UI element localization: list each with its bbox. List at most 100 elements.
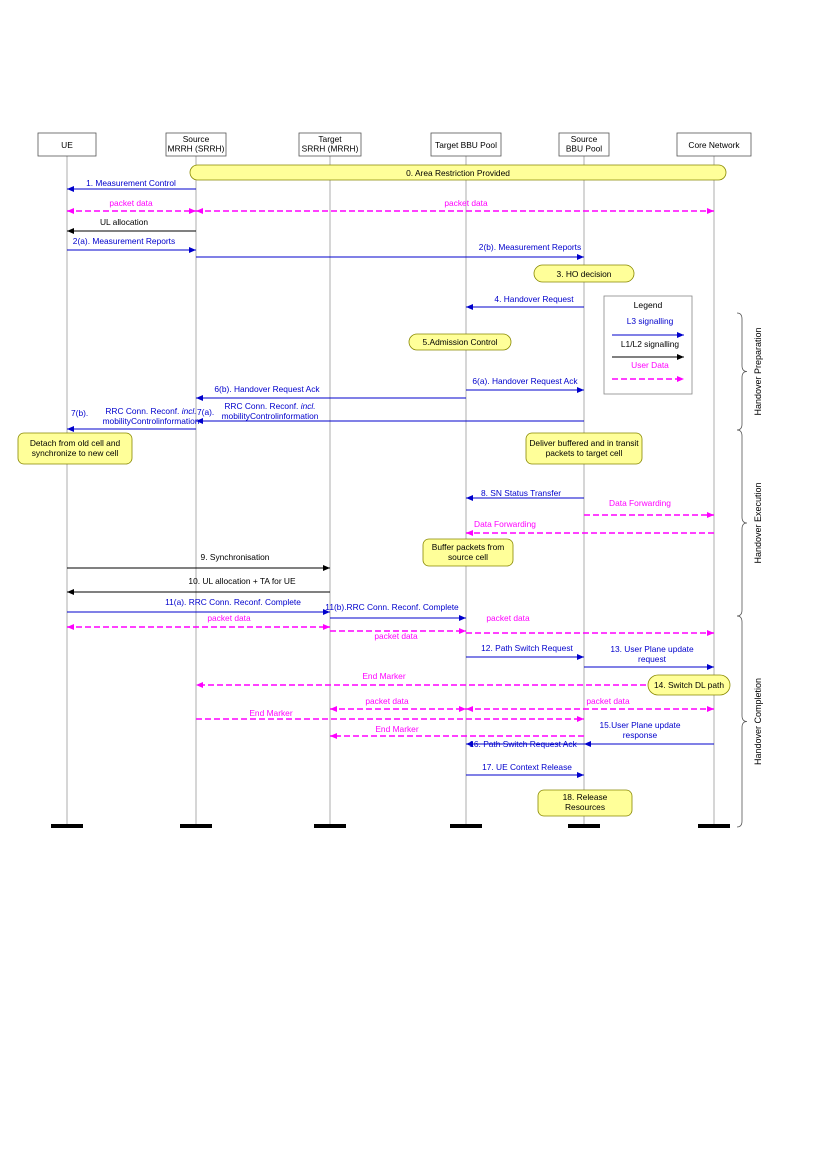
entity-box: [37, 132, 97, 157]
message-10: RRC Conn. Reconf. incl.mobilityControlin…: [196, 401, 584, 424]
legend-item-3: User Data: [612, 360, 684, 382]
message-label: End Marker: [375, 724, 418, 734]
note-box: [525, 432, 643, 465]
note-label: 5.Admission Control: [423, 337, 498, 347]
note-3: 5.Admission Control: [408, 333, 512, 351]
phase-label: Handover Completion: [753, 678, 763, 765]
note-2: 3. HO decision: [533, 264, 635, 283]
note-box: [533, 264, 635, 283]
legend-title: Legend: [634, 300, 663, 310]
note-label: 14. Switch DL path: [654, 680, 724, 690]
message-label: packet data: [207, 613, 251, 623]
message-28: packet data: [466, 696, 714, 712]
entity-box: [430, 132, 502, 157]
phase-bracket: [736, 312, 748, 431]
entity-label: Target BBU Pool: [435, 140, 497, 150]
entity-ue: UE: [37, 132, 97, 157]
message-label: 2(a). Measurement Reports: [73, 236, 175, 246]
note-box: [422, 538, 514, 567]
message-label: packet data: [374, 631, 418, 641]
message-label: 11(a). RRC Conn. Reconf. Complete: [165, 597, 301, 607]
phase-bracket: [736, 615, 748, 828]
message-label: Data Forwarding: [474, 519, 536, 529]
message-24: 12. Path Switch Request: [466, 643, 584, 660]
phase-3: Handover Completion: [736, 615, 763, 828]
message-13: RRC Conn. Reconf. incl.mobilityControlin…: [67, 406, 200, 432]
message-label: 11(b).RRC Conn. Reconf. Complete: [325, 602, 459, 612]
message-label: UL allocation: [100, 217, 148, 227]
note-label: 0. Area Restriction Provided: [406, 168, 510, 178]
note-7: 14. Switch DL path: [647, 674, 731, 696]
message-31: End Marker: [330, 724, 584, 739]
note-box: [537, 789, 633, 817]
message-21: packet data: [67, 613, 330, 630]
message-8: 6(a). Handover Request Ack: [466, 376, 584, 393]
entity-label: UE: [61, 140, 73, 150]
message-6: 2(b). Measurement Reports: [196, 242, 584, 260]
message-27: packet data: [330, 696, 466, 712]
message-label: 9. Synchronisation: [201, 552, 270, 562]
message-7: 4. Handover Request: [466, 294, 584, 310]
message-label: packet data: [486, 613, 530, 623]
message-16: Data Forwarding: [466, 519, 714, 536]
message-label: RRC Conn. Reconf. incl.mobilityControlin…: [222, 401, 319, 421]
legend-label: L3 signalling: [627, 316, 674, 326]
message-33: 17. UE Context Release: [466, 762, 584, 778]
note-label: 3. HO decision: [557, 269, 612, 279]
entity-box: [676, 132, 752, 157]
message-5: 2(a). Measurement Reports: [67, 236, 196, 253]
message-29: End Marker: [196, 708, 584, 722]
phase-2: Handover Execution: [736, 429, 763, 617]
note-box: [189, 164, 727, 181]
phase-label: Handover Execution: [753, 482, 763, 563]
message-label: Data Forwarding: [609, 498, 671, 508]
lifelines: [51, 156, 730, 828]
message-label: RRC Conn. Reconf. incl.mobilityControlin…: [103, 406, 200, 426]
legend-label: L1/L2 signalling: [621, 339, 680, 349]
message-label: 8. SN Status Transfer: [481, 488, 561, 498]
message-15: Data Forwarding: [584, 498, 714, 518]
message-label: packet data: [109, 198, 153, 208]
phase-bracket: [736, 429, 748, 617]
phase-1: Handover Preparation: [736, 312, 763, 431]
message-32: 16. Path Switch Request Ack: [466, 739, 584, 749]
message-label: End Marker: [362, 671, 405, 681]
note-box: [647, 674, 731, 696]
entity-box: [558, 132, 610, 157]
note-box: [17, 432, 133, 465]
entity-tbbu: Target BBU Pool: [430, 132, 502, 157]
message-label: 6(b). Handover Request Ack: [214, 384, 320, 394]
message-label: 1. Measurement Control: [86, 178, 176, 188]
message-18: 10. UL allocation + TA for UE: [67, 576, 330, 595]
message-label: 17. UE Context Release: [482, 762, 572, 772]
entity-core: Core Network: [676, 132, 752, 157]
legend-item-1: L3 signalling: [612, 316, 684, 338]
message-label: 4. Handover Request: [494, 294, 574, 304]
note-box: [408, 333, 512, 351]
message-23: packet data: [466, 613, 714, 636]
entity-box: [298, 132, 362, 157]
message-2: packet data: [67, 198, 196, 214]
message-22: packet data: [330, 628, 466, 641]
message-9: 6(b). Handover Request Ack: [196, 384, 466, 401]
message-label: 12. Path Switch Request: [481, 643, 573, 653]
message-label: packet data: [444, 198, 488, 208]
entity-box: [165, 132, 227, 157]
message-label: packet data: [586, 696, 630, 706]
message-label: 2(b). Measurement Reports: [479, 242, 581, 252]
